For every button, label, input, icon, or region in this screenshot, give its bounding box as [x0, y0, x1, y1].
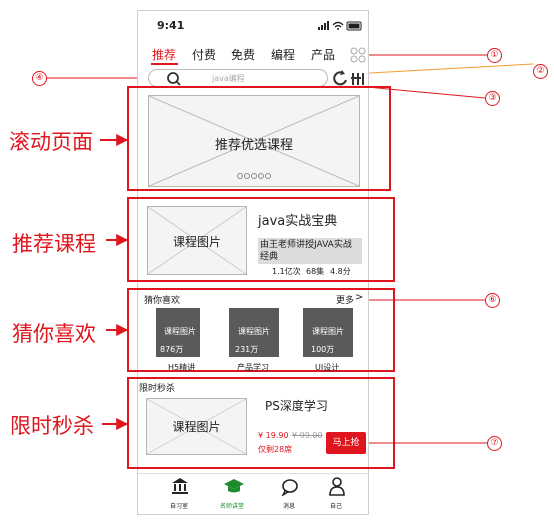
flash-course-title[interactable]: PS深度学习 [265, 399, 328, 413]
recommend-course-image[interactable] [147, 206, 247, 275]
guess-item-thumb-label: 课程图片 [312, 327, 344, 336]
tab-programming[interactable]: 编程 [271, 48, 296, 62]
flash-course-image[interactable] [146, 398, 247, 455]
guess-section [127, 288, 395, 372]
flash-image-label: 课程图片 [172, 420, 221, 434]
search-history-icon[interactable] [333, 70, 367, 88]
guess-more-link[interactable]: 更多 [336, 296, 355, 306]
guess-item-thumb-label: 课程图片 [164, 327, 196, 336]
guess-item-name[interactable]: H5精讲 [168, 363, 196, 372]
banner-image[interactable] [148, 95, 360, 187]
label-recommend-course: 推荐课程 [12, 232, 96, 256]
flash-remaining-seats: 仅剩28席 [258, 445, 293, 454]
nav-label: 消息 [283, 503, 296, 510]
guess-item-count: 876万 [160, 345, 184, 354]
status-time: 9:41 [157, 19, 185, 32]
tab-product[interactable]: 产品 [311, 48, 336, 62]
label-scroll-page: 滚动页面 [9, 130, 93, 154]
marker-7: ⑦ [487, 436, 502, 451]
guess-item-name[interactable]: 产品学习 [237, 363, 269, 372]
nav-item-study-room[interactable]: 自习室 [163, 477, 197, 511]
banner-title: 推荐优选课程 [214, 138, 293, 153]
banner-section [127, 86, 391, 191]
flash-old-price: ¥ 99.00 [292, 431, 323, 440]
search-icon [167, 72, 181, 86]
recommend-course-title[interactable]: java实战宝典 [258, 214, 338, 229]
bank-icon [172, 478, 188, 494]
recommend-section [127, 197, 395, 282]
flash-header: 限时秒杀 [139, 384, 176, 394]
guess-item-thumb[interactable]: 课程图片 231万 [229, 308, 279, 357]
nav-item-me[interactable]: 自己 [320, 477, 354, 511]
recommend-episodes: 68集 [306, 267, 325, 276]
tab-free[interactable]: 免费 [231, 48, 256, 62]
marker-3: ③ [485, 91, 500, 106]
banner-pagination-dots[interactable] [236, 172, 276, 180]
guess-item-count: 100万 [311, 345, 335, 354]
marker-4: ④ [32, 71, 47, 86]
guess-header: 猜你喜欢 [144, 296, 181, 306]
nav-label: 名师讲堂 [220, 503, 245, 510]
search-placeholder: java编程 [212, 74, 245, 83]
marker-1: ① [487, 48, 502, 63]
flash-section [127, 377, 395, 469]
category-grid-icon[interactable] [350, 47, 366, 63]
nav-label: 自习室 [170, 503, 189, 510]
nav-item-messages[interactable]: 消息 [273, 477, 307, 511]
guess-item-thumb[interactable]: 课程图片 876万 [156, 308, 200, 357]
guess-item-thumb[interactable]: 课程图片 100万 [303, 308, 353, 357]
person-icon [329, 477, 345, 496]
label-flash-sale: 限时秒杀 [10, 414, 94, 438]
tab-recommend[interactable]: 推荐 [152, 48, 177, 62]
guess-item-count: 231万 [235, 345, 259, 354]
guess-item-name[interactable]: UI设计 [315, 363, 340, 372]
guess-item-thumb-label: 课程图片 [238, 327, 270, 336]
recommend-rating: 4.8分 [330, 267, 351, 276]
tab-paid[interactable]: 付费 [192, 48, 217, 62]
buy-now-button[interactable]: 马上抢 [326, 432, 366, 454]
marker-6: ⑥ [485, 293, 500, 308]
marker-2: ② [533, 64, 548, 79]
label-guess-like: 猜你喜欢 [12, 322, 96, 346]
recommend-course-desc: 由王老师讲授JAVA实战经典 [258, 238, 362, 264]
chat-bubble-icon [281, 479, 298, 496]
status-icons [318, 21, 362, 31]
chevron-right-icon[interactable]: > [355, 292, 364, 303]
bottom-nav-divider [138, 473, 368, 474]
recommend-image-label: 课程图片 [172, 235, 221, 249]
nav-item-famous-teacher[interactable]: 名师讲堂 [217, 477, 251, 511]
recommend-views: 1.1亿次 [272, 267, 301, 276]
graduation-cap-icon [224, 479, 244, 493]
flash-price: ¥ 19.90 [258, 431, 289, 440]
tab-active-underline [151, 63, 178, 65]
nav-label: 自己 [330, 503, 343, 510]
